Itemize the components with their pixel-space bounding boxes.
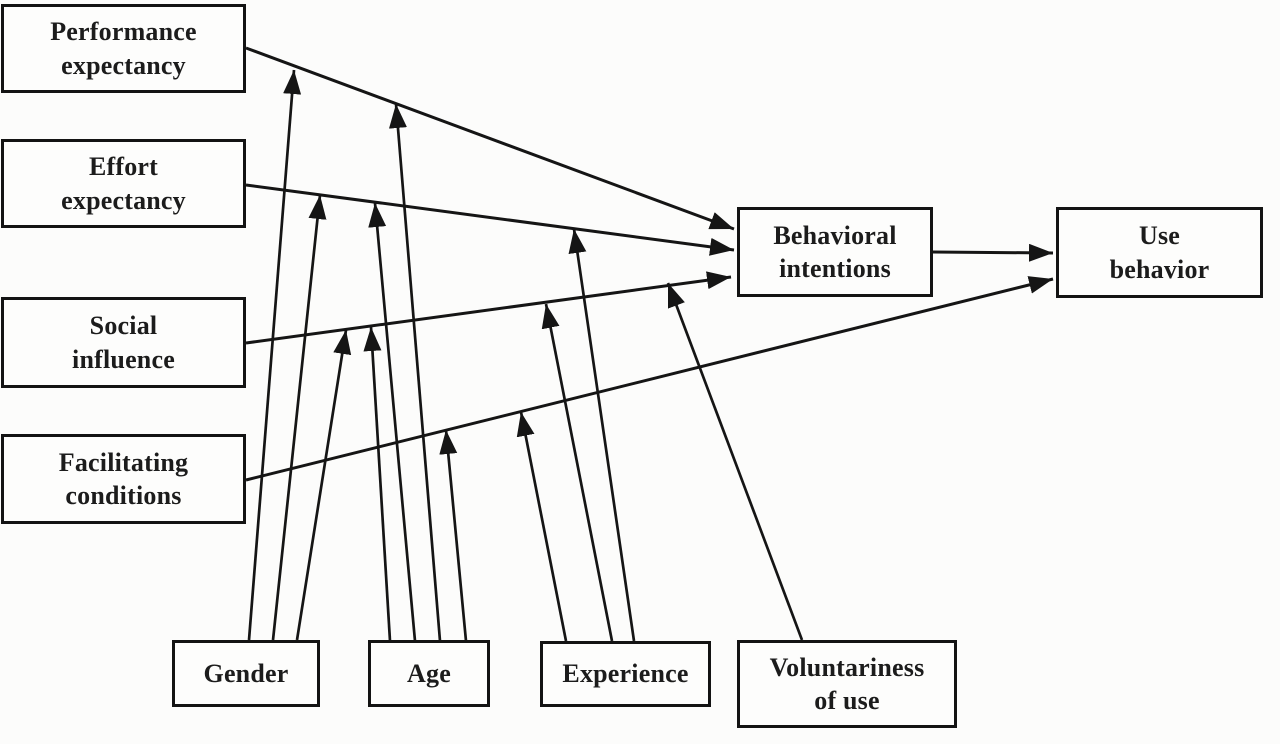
edge-exp-ee (568, 228, 636, 642)
node-label: Use (1138, 221, 1181, 251)
edge-age-ee (368, 202, 417, 642)
node-behavioral-intentions: Behavioral intentions (737, 207, 933, 297)
node-facilitating-conditions: Facilitating conditions (1, 434, 246, 524)
edge-pe-bi (245, 46, 735, 231)
edge-age-pe (388, 103, 442, 642)
node-label: Social (89, 311, 158, 341)
node-age: Age (368, 640, 490, 707)
edge-gender-si (295, 329, 352, 641)
node-label: expectancy (61, 50, 186, 80)
edge-exp-si (541, 303, 614, 642)
edge-bi-ub (932, 243, 1054, 262)
node-label: Effort (88, 152, 159, 182)
node-gender: Gender (172, 640, 320, 707)
edge-fc-ub (245, 276, 1054, 482)
edge-si-bi (245, 271, 732, 345)
node-performance-expectancy: Performance expectancy (1, 4, 246, 93)
node-experience: Experience (540, 641, 711, 707)
node-label: Age (407, 658, 451, 688)
edge-age-fc (439, 429, 468, 642)
edge-age-si (363, 326, 392, 642)
node-label: Facilitating (58, 447, 189, 477)
edge-gender-pe (247, 69, 302, 641)
node-label: Voluntariness (769, 652, 925, 682)
node-label: intentions (779, 254, 891, 283)
node-effort-expectancy: Effort expectancy (1, 139, 246, 228)
node-social-influence: Social influence (1, 297, 246, 388)
node-label: of use (814, 686, 880, 715)
node-voluntariness-of-use: Voluntariness of use (737, 640, 957, 728)
node-label: expectancy (61, 185, 186, 215)
node-label: Performance (50, 17, 197, 47)
node-label: Behavioral (773, 220, 897, 250)
edge-ee-bi (245, 183, 735, 256)
node-label: behavior (1109, 254, 1210, 284)
edge-gender-ee (271, 194, 327, 641)
node-label: influence (72, 344, 175, 374)
node-label: conditions (65, 481, 182, 510)
node-label: Experience (562, 659, 689, 689)
node-label: Gender (203, 658, 289, 688)
edge-vol-si (666, 282, 804, 641)
node-use-behavior: Use behavior (1056, 207, 1263, 298)
edge-exp-fc (516, 411, 568, 642)
